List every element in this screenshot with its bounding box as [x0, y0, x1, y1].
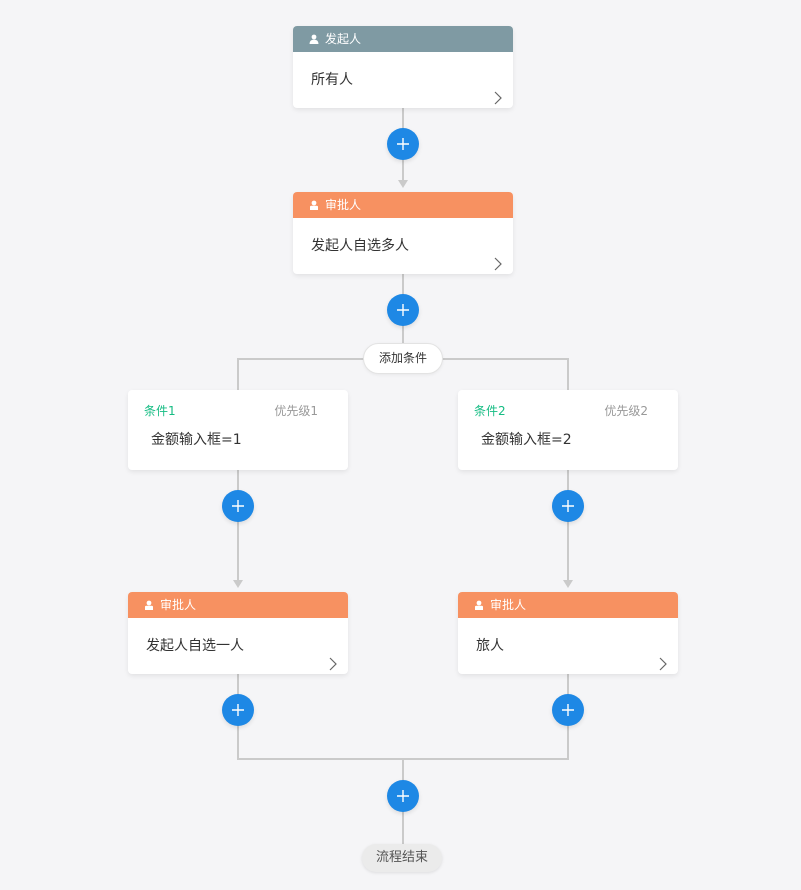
plus-icon [397, 304, 409, 316]
condition-priority: 优先级2 [604, 404, 648, 418]
approver-body: 发起人自选一人 [128, 618, 348, 674]
condition-title: 条件2 [474, 404, 506, 418]
condition-title: 条件1 [144, 404, 176, 418]
approver-icon [310, 200, 318, 210]
condition-node[interactable]: 条件2 优先级2 金额输入框=2 [458, 390, 678, 470]
approver-header-label: 审批人 [325, 198, 362, 212]
add-node-button[interactable] [222, 694, 254, 726]
initiator-header-label: 发起人 [325, 32, 362, 46]
chevron-right-icon[interactable] [493, 239, 503, 271]
approver-body-text: 发起人自选多人 [311, 238, 409, 254]
approver-icon [145, 600, 153, 610]
add-node-button[interactable] [387, 294, 419, 326]
approver-body: 旅人 [458, 618, 678, 674]
approver-header: 审批人 [293, 192, 513, 218]
plus-icon [397, 138, 409, 150]
approver-node[interactable]: 审批人 发起人自选多人 [293, 192, 513, 274]
connector-line [237, 358, 239, 390]
add-node-button[interactable] [387, 128, 419, 160]
chevron-right-icon[interactable] [328, 639, 338, 671]
approver-body-text: 发起人自选一人 [146, 638, 244, 654]
chevron-right-icon[interactable] [658, 639, 668, 671]
initiator-body-text: 所有人 [311, 72, 353, 88]
add-condition-button[interactable]: 添加条件 [363, 343, 443, 374]
condition-content: 金额输入框=2 [481, 432, 572, 448]
plus-icon [562, 704, 574, 716]
approver-header-label: 审批人 [160, 598, 197, 612]
add-node-button[interactable] [552, 694, 584, 726]
initiator-body: 所有人 [293, 52, 513, 108]
process-end-label: 流程结束 [362, 844, 442, 872]
user-icon [309, 34, 319, 44]
condition-priority: 优先级1 [274, 404, 318, 418]
connector-arrow [233, 580, 243, 588]
condition-node[interactable]: 条件1 优先级1 金额输入框=1 [128, 390, 348, 470]
approver-node[interactable]: 审批人 旅人 [458, 592, 678, 674]
add-node-button[interactable] [222, 490, 254, 522]
approver-header: 审批人 [128, 592, 348, 618]
plus-icon [397, 790, 409, 802]
approver-node[interactable]: 审批人 发起人自选一人 [128, 592, 348, 674]
connector-line [567, 470, 569, 580]
initiator-node[interactable]: 发起人 所有人 [293, 26, 513, 108]
plus-icon [232, 704, 244, 716]
approver-header: 审批人 [458, 592, 678, 618]
condition-content: 金额输入框=1 [151, 432, 242, 448]
connector-arrow [563, 580, 573, 588]
approver-body-text: 旅人 [476, 638, 504, 654]
plus-icon [232, 500, 244, 512]
initiator-header: 发起人 [293, 26, 513, 52]
connector-line [567, 358, 569, 390]
connector-line [237, 470, 239, 580]
approver-body: 发起人自选多人 [293, 218, 513, 274]
chevron-right-icon[interactable] [493, 73, 503, 105]
add-node-button[interactable] [552, 490, 584, 522]
approver-header-label: 审批人 [490, 598, 527, 612]
connector-arrow [398, 180, 408, 188]
add-node-button[interactable] [387, 780, 419, 812]
approver-icon [475, 600, 483, 610]
plus-icon [562, 500, 574, 512]
